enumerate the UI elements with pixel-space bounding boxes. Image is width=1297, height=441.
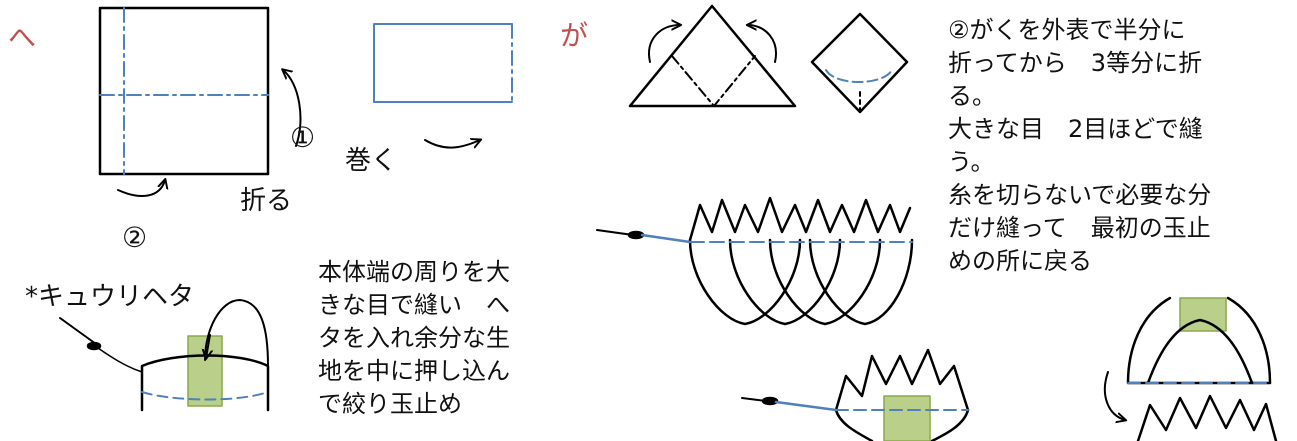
- triangle-fold: [628, 4, 797, 108]
- instruction-line: 地を中に押し込ん: [318, 357, 510, 385]
- label-ga: が: [560, 19, 589, 52]
- instruction-line: う。: [948, 148, 995, 176]
- instruction-line: で絞り玉止め: [318, 390, 462, 418]
- instruction-line: だけ縫って 最初の玉止: [948, 214, 1211, 242]
- instructions-right: ②がくを外表で半分に 折ってから 3等分に折 る。 大きな目 2目ほどで縫 う。…: [948, 14, 1211, 278]
- step-number-2: ②: [122, 221, 148, 254]
- gathered-ring: [741, 348, 970, 441]
- fold-arrow-1: [283, 70, 302, 147]
- petal-row: [596, 196, 914, 326]
- instruction-line: る。: [948, 82, 996, 110]
- section-title-kyuuri-heta: *キュウリヘタ: [25, 282, 195, 312]
- calyx-flip: [1103, 296, 1278, 441]
- instruction-line: めの所に戻る: [948, 247, 1092, 275]
- rolled-rectangle: [373, 23, 513, 103]
- instruction-line: 大きな目 2目ほどで縫: [948, 115, 1203, 143]
- diamond-fold: [810, 12, 909, 114]
- step-number-1: ①: [290, 121, 316, 154]
- instruction-line: タを入れ余分な生: [318, 324, 510, 352]
- instruction-line: 本体端の周りを大: [318, 258, 510, 286]
- roll-arrow: [424, 140, 480, 148]
- label-oru: 折る: [240, 186, 293, 216]
- square-fabric: [98, 6, 270, 176]
- fold-arrow-2: [117, 180, 165, 197]
- instruction-line: きな目で縫い へ: [318, 291, 510, 319]
- instruction-line: 折ってから 3等分に折: [948, 49, 1203, 77]
- instructions-left: 本体端の周りを大 きな目で縫い へ タを入れ余分な生 地を中に押し込ん で絞り玉…: [318, 256, 510, 421]
- label-he: へ: [8, 21, 37, 54]
- instruction-line: 糸を切らないで必要な分: [948, 181, 1212, 209]
- label-maku: 巻く: [345, 146, 398, 176]
- cylinder-with-heta: [59, 299, 270, 412]
- instruction-line: ②がくを外表で半分に: [948, 16, 1186, 44]
